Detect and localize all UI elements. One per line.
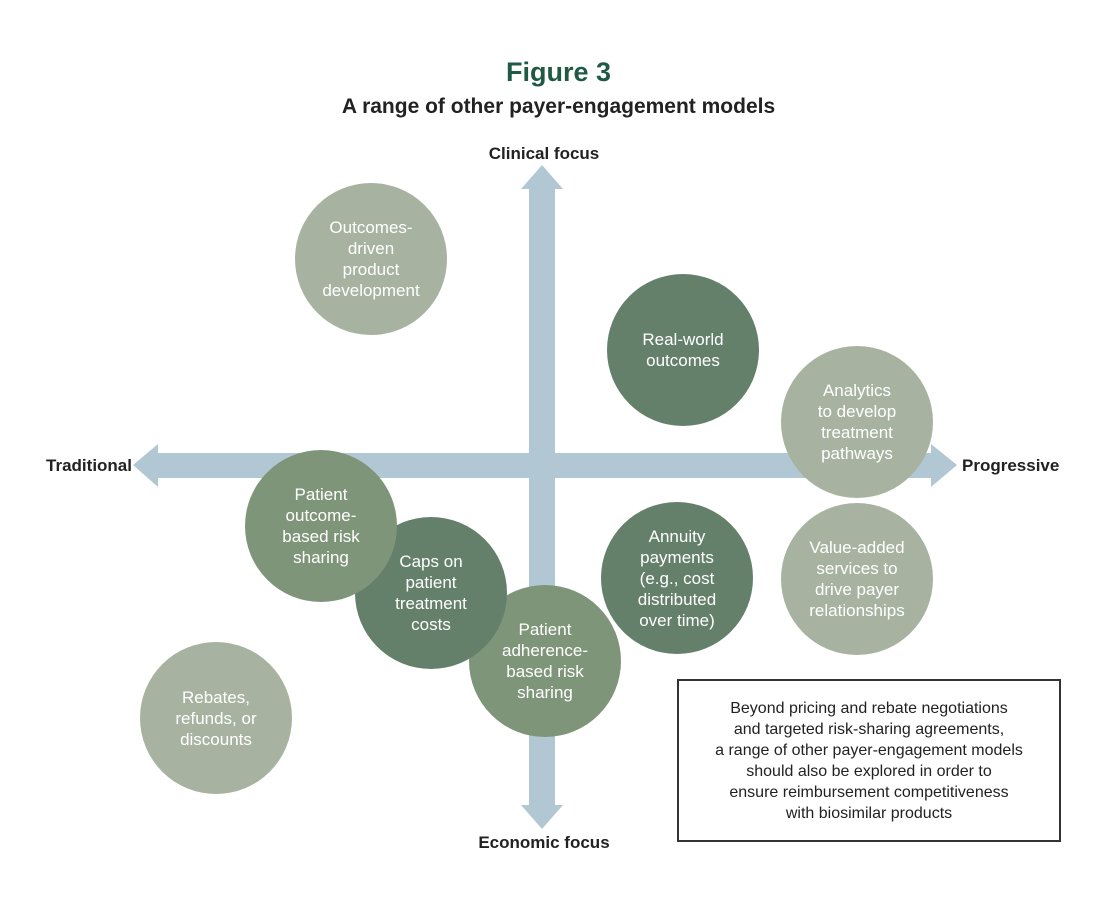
figure-title: A range of other payer-engagement models xyxy=(341,95,776,118)
bubble-patient-adherence-label: Patient adherence- based risk sharing xyxy=(501,620,588,702)
bubble-patient-outcome: Patient outcome- based risk sharing xyxy=(245,450,397,602)
bubble-patient-outcome-label: Patient outcome- based risk sharing xyxy=(282,485,360,567)
axis-label-clinical-focus: Clinical focus xyxy=(488,144,600,163)
axis-label-economic-focus: Economic focus xyxy=(478,833,610,852)
bubble-value-added-services: Value-added services to drive payer rela… xyxy=(781,503,933,655)
left-arrow-head xyxy=(133,444,158,487)
bubble-caps-on-costs-label: Caps on patient treatment costs xyxy=(395,552,467,634)
bubble-annuity-payments-label: Annuity payments (e.g., cost distributed… xyxy=(637,526,717,630)
note-text: Beyond pricing and rebate negotiations a… xyxy=(715,699,1023,822)
bubble-value-added-services-label: Value-added services to drive payer rela… xyxy=(809,538,905,620)
bubble-real-world-outcomes-label: Real-world outcomes xyxy=(642,330,724,370)
bubble-analytics: Analytics to develop treatment pathways xyxy=(781,346,933,498)
axis-label-traditional: Traditional xyxy=(46,456,132,475)
note-box: Beyond pricing and rebate negotiations a… xyxy=(677,679,1061,842)
bubble-annuity-payments: Annuity payments (e.g., cost distributed… xyxy=(601,502,753,654)
down-arrow-head xyxy=(521,805,563,829)
bubble-rebates: Rebates, refunds, or discounts xyxy=(140,642,292,794)
figure-label: Figure 3 xyxy=(505,57,612,87)
bubble-analytics-label: Analytics to develop treatment pathways xyxy=(817,381,897,463)
bubble-outcomes-driven: Outcomes- driven product development xyxy=(295,183,447,335)
axis-label-progressive: Progressive xyxy=(962,456,1060,475)
up-arrow-head xyxy=(521,165,563,189)
bubble-outcomes-driven-label: Outcomes- driven product development xyxy=(322,218,420,300)
bubble-real-world-outcomes: Real-world outcomes xyxy=(607,274,759,426)
right-arrow-head xyxy=(931,444,957,487)
bubble-rebates-label: Rebates, refunds, or discounts xyxy=(175,687,257,749)
